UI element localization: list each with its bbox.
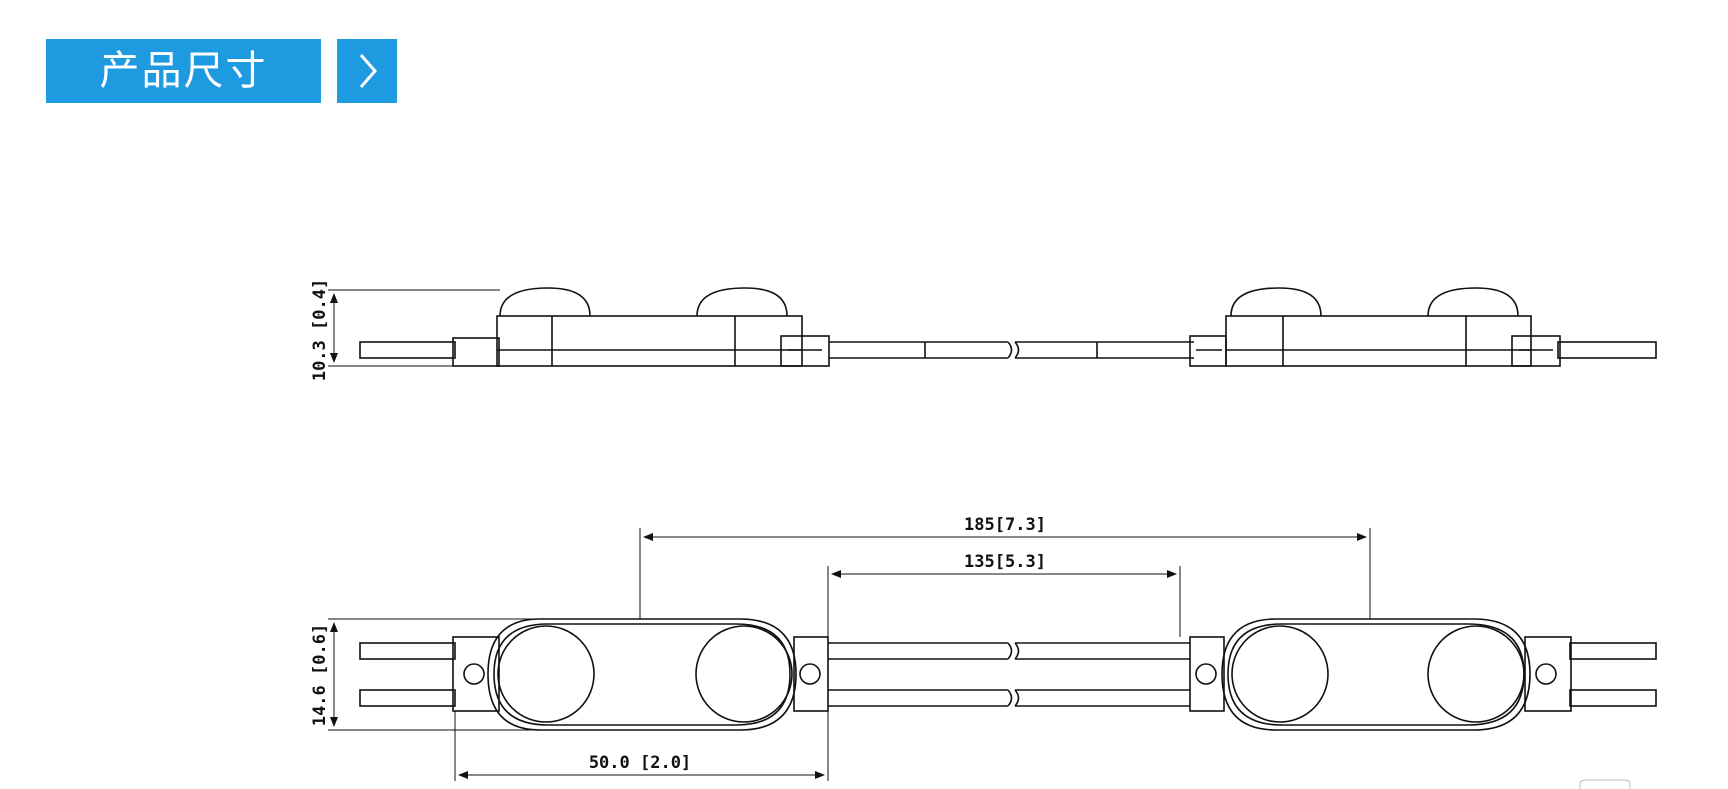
pitch-outer-label: 185[7.3] — [964, 515, 1046, 535]
top-dimensions — [328, 528, 1371, 781]
top-view — [359, 618, 1657, 731]
module-length-label: 50.0 [2.0] — [589, 753, 691, 773]
side-module-left — [359, 287, 830, 367]
section-header: 产品尺寸 — [46, 39, 397, 103]
side-view — [359, 287, 1657, 367]
side-module-right — [1189, 287, 1657, 367]
top-height-label: 14.6 [0.6] — [310, 624, 330, 726]
top-module-left — [452, 618, 829, 731]
side-height-dimension — [328, 289, 500, 367]
top-wire — [828, 642, 1190, 707]
next-button[interactable] — [337, 39, 397, 103]
section-title: 产品尺寸 — [46, 39, 321, 103]
top-module-right — [1189, 618, 1572, 731]
side-wire — [829, 341, 1194, 359]
chevron-right-icon — [359, 54, 377, 88]
pitch-inner-label: 135[5.3] — [964, 552, 1046, 572]
side-height-label: 10.3 [0.4] — [310, 279, 330, 381]
